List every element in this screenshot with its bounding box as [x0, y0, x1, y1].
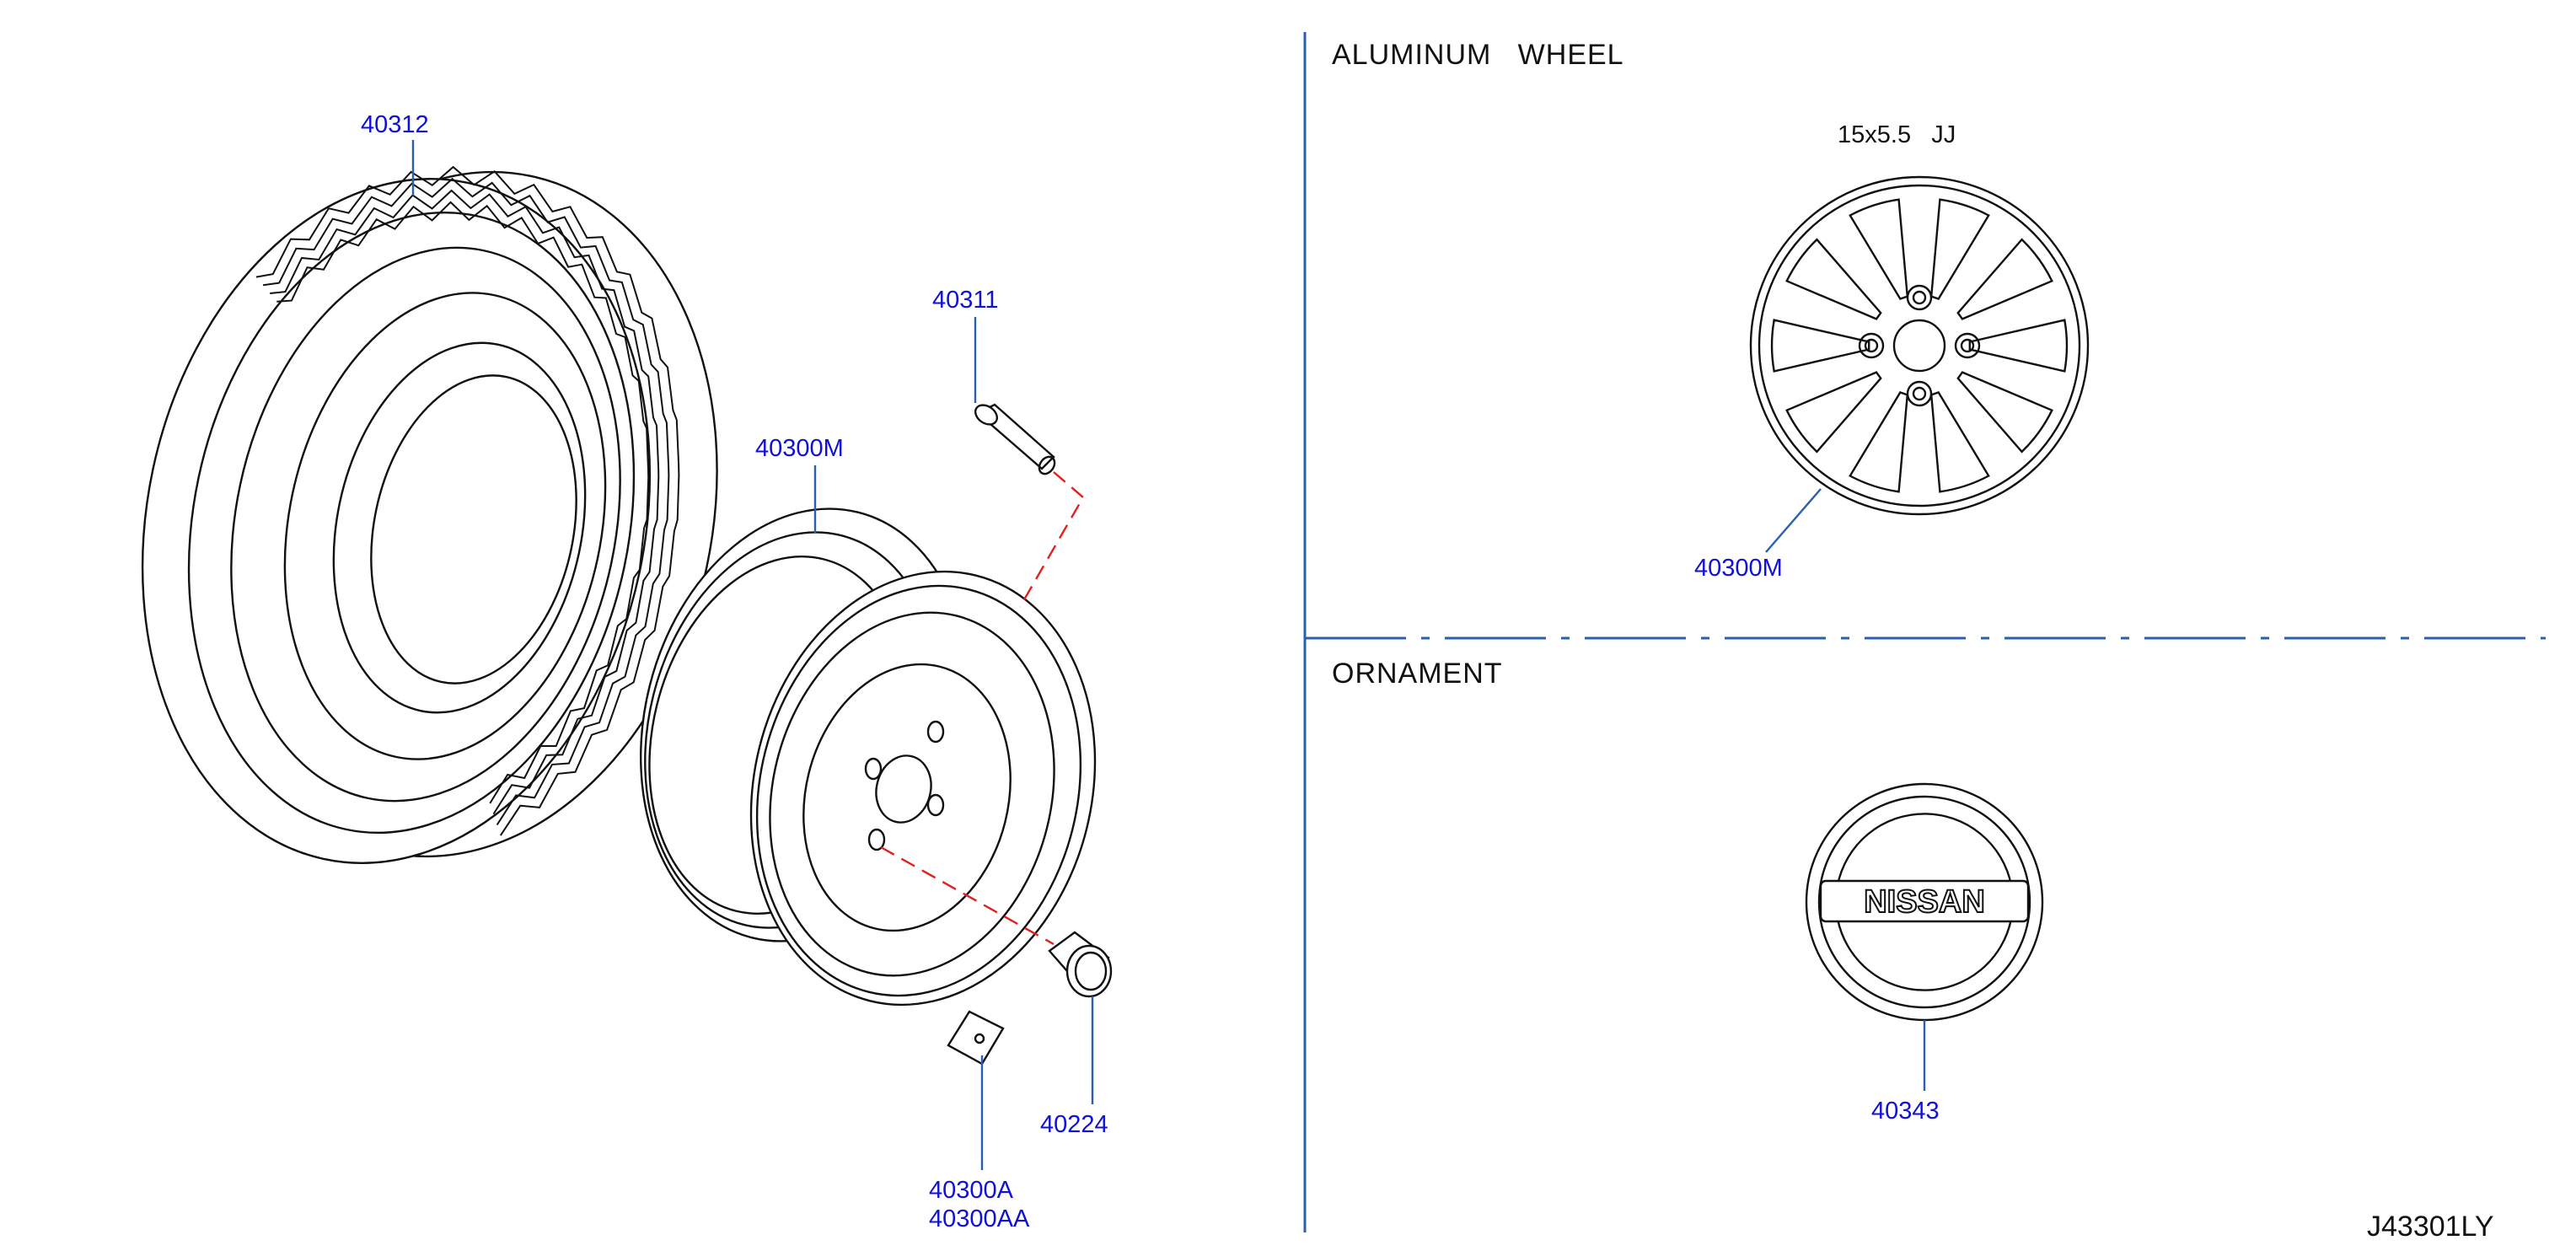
- spoke-window: [1956, 238, 2053, 320]
- spoke-window: [1968, 319, 2069, 373]
- callout-40224[interactable]: 40224: [1040, 1111, 1108, 1138]
- spoke-window: [1849, 391, 1909, 493]
- spoke-window: [1849, 198, 1909, 300]
- spoke-window: [1929, 391, 1990, 493]
- steel-wheel-drawing[interactable]: [597, 474, 1140, 1042]
- nut-install-line: [880, 846, 1055, 946]
- spoke-window: [1929, 198, 1990, 300]
- tire-tread-pattern: [255, 165, 680, 836]
- frame-lines: [1303, 32, 2546, 1232]
- tire-drawing[interactable]: [81, 124, 778, 911]
- callout-40311[interactable]: 40311: [932, 287, 999, 314]
- aluminum-wheel-leader: [1765, 488, 1822, 553]
- spoke-window: [1785, 371, 1882, 454]
- valve-install-line: [1018, 471, 1085, 608]
- ornament-section-title: ORNAMENT: [1332, 658, 1503, 690]
- spoke-window: [1770, 319, 1870, 373]
- aluminum-wheel-drawing[interactable]: [1749, 175, 2090, 516]
- aluminum-wheel-section-title: ALUMINUM WHEEL: [1332, 39, 1624, 71]
- callout-40343[interactable]: 40343: [1871, 1098, 1940, 1125]
- aluminum-wheel-spokes: [1770, 198, 2069, 493]
- callout-40300a[interactable]: 40300A: [929, 1177, 1013, 1204]
- callout-40300m-steel[interactable]: 40300M: [755, 435, 844, 462]
- ornament-logo-text: NISSAN: [1864, 884, 1985, 920]
- spoke-window: [1956, 371, 2053, 454]
- ornament-drawing[interactable]: NISSAN: [1805, 782, 2044, 1022]
- balance-weight-drawing[interactable]: [947, 1010, 1005, 1066]
- valve-drawing[interactable]: [972, 401, 1058, 477]
- diagram-code: J43301LY: [2367, 1211, 2494, 1243]
- spoke-window: [1785, 238, 1882, 320]
- callout-40300m-aluminum[interactable]: 40300M: [1694, 555, 1783, 582]
- wheel-nut-drawing[interactable]: [1048, 931, 1113, 998]
- wheel-size-spec: 15x5.5 JJ: [1838, 121, 1956, 148]
- callout-40312[interactable]: 40312: [361, 111, 429, 138]
- callout-40300aa[interactable]: 40300AA: [929, 1205, 1030, 1232]
